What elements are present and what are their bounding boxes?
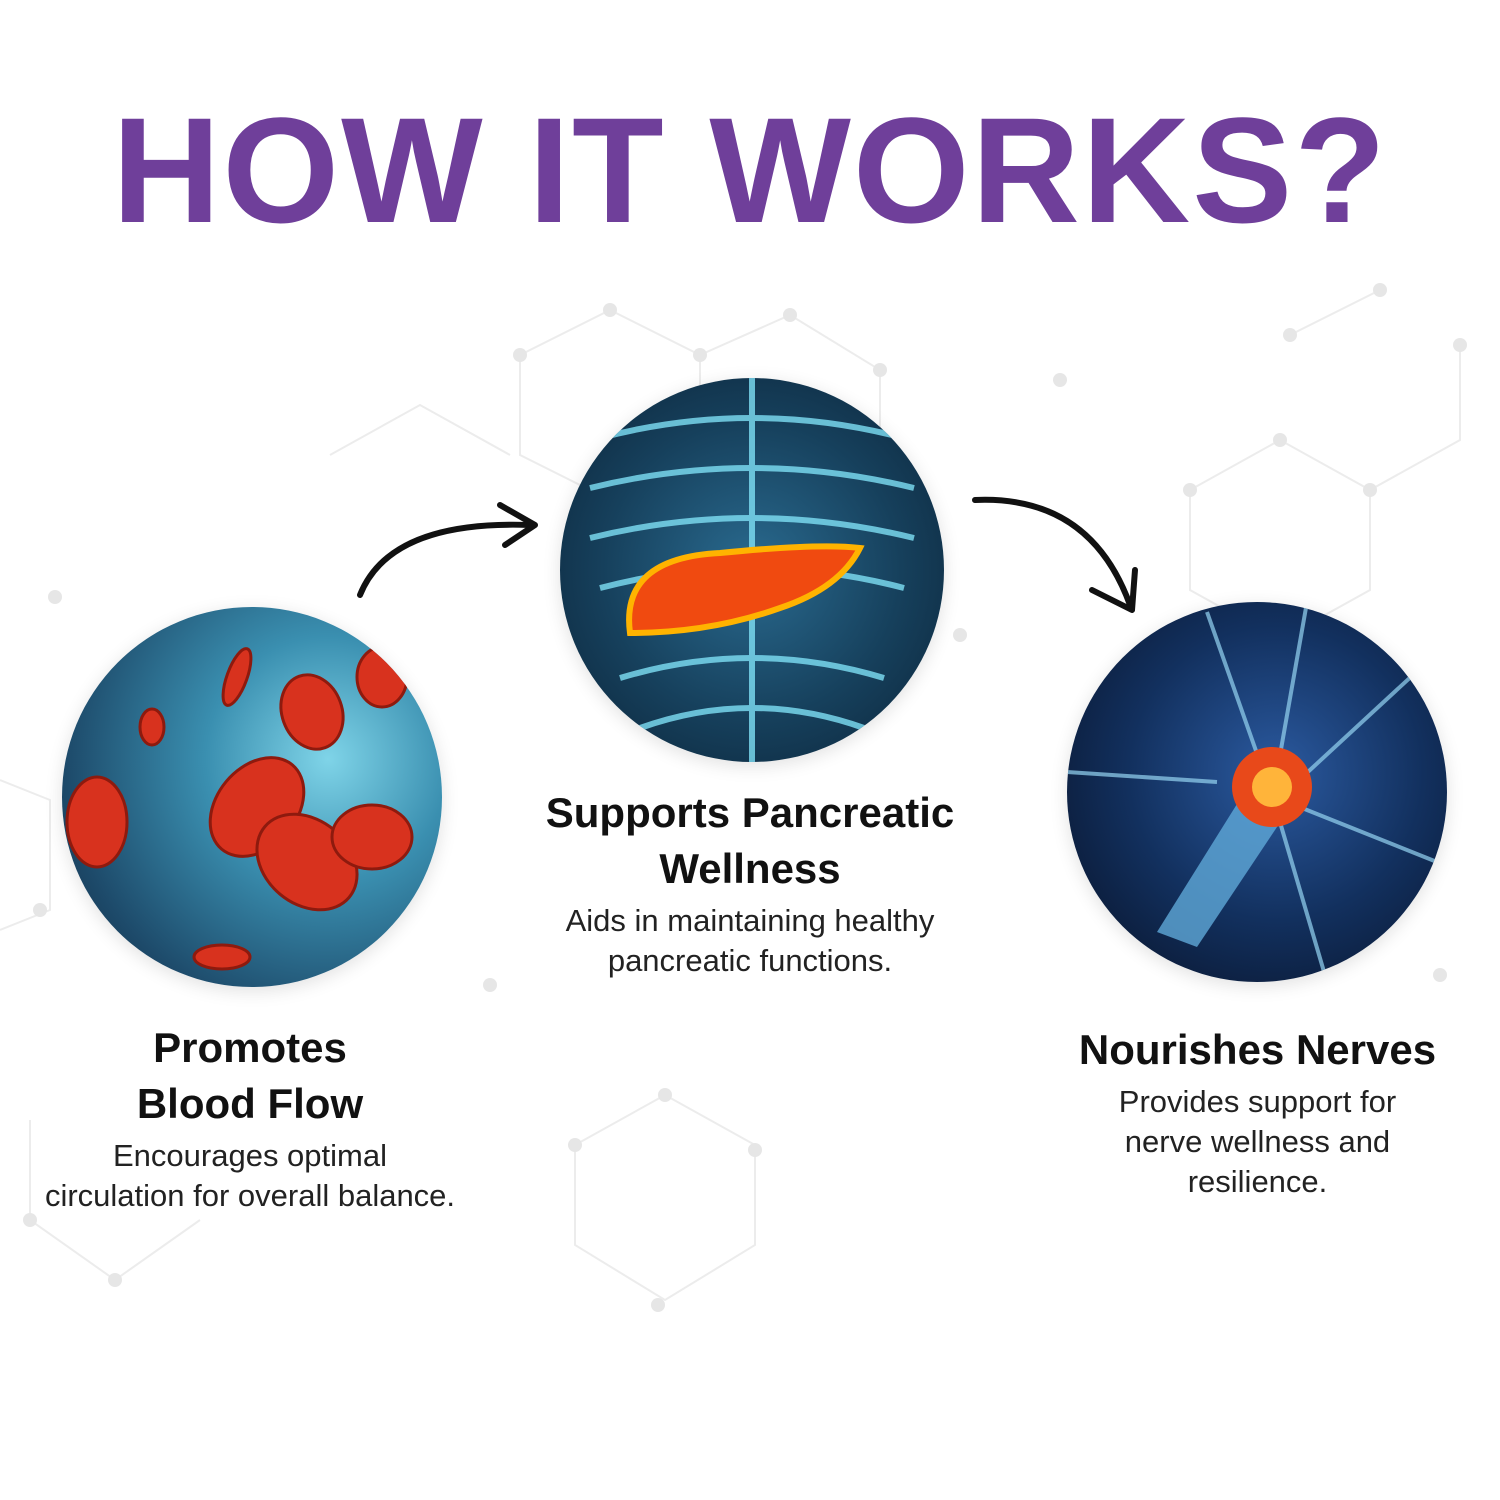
heading-line: Wellness bbox=[659, 845, 841, 892]
step-description: Provides support for nerve wellness and … bbox=[1118, 1084, 1397, 1199]
heading-line: Supports Pancreatic bbox=[545, 789, 955, 836]
step-description: Aids in maintaining healthy pancreatic f… bbox=[565, 903, 935, 978]
neuron-image bbox=[1067, 602, 1447, 982]
heading-line: Promotes bbox=[153, 1024, 347, 1071]
step-description: Encourages optimal circulation for overa… bbox=[44, 1138, 456, 1213]
pancreas-anatomy-image bbox=[560, 378, 944, 762]
heading-line: Blood Flow bbox=[136, 1080, 364, 1127]
step-nourishes-nerves: Nourishes Nerves Provides support for ne… bbox=[1020, 1022, 1495, 1202]
arrow-icon bbox=[357, 502, 538, 598]
arrow-icon bbox=[972, 496, 1138, 613]
blood-cells-image bbox=[62, 607, 442, 987]
step-heading: Nourishes Nerves bbox=[1078, 1026, 1437, 1073]
page-title: HOW IT WORKS? bbox=[112, 86, 1388, 254]
